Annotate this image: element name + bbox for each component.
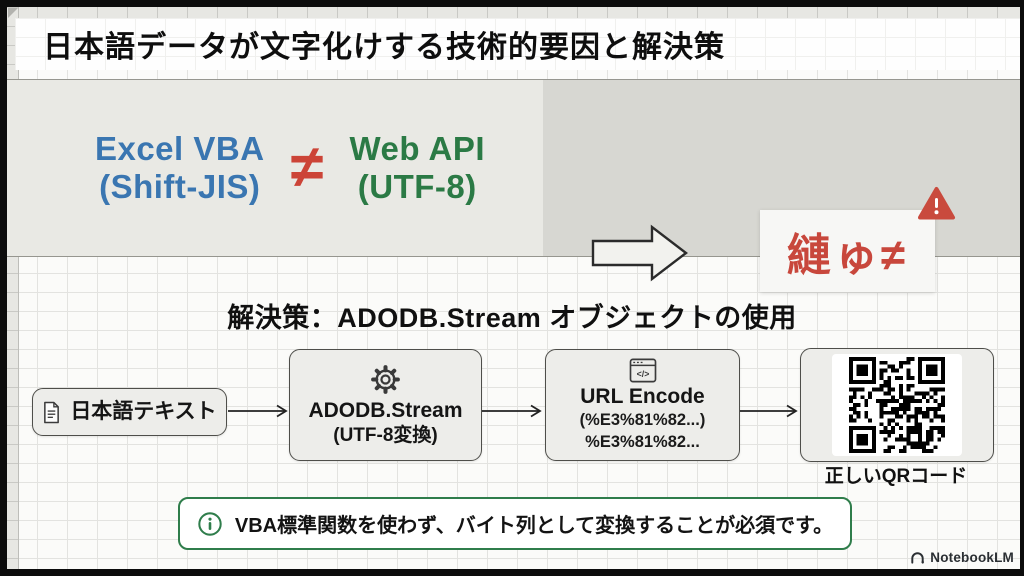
not-equal-sign: ≠ <box>290 132 324 200</box>
code-window-icon: </> <box>629 358 656 383</box>
flow-arrow-icon <box>228 404 288 418</box>
page-title: 日本語データが文字化けする技術的要因と解決策 <box>43 31 725 64</box>
web-api-label: Web API (UTF-8) <box>350 130 486 207</box>
flow-node2-line2: (UTF-8変換) <box>333 424 438 446</box>
gear-icon <box>371 364 400 394</box>
flow-node3-line2: (%E3%81%82...) <box>579 410 706 429</box>
info-icon <box>198 511 222 536</box>
qr-code-caption: 正しいQRコード <box>824 466 968 487</box>
title-strip: 日本語データが文字化けする技術的要因と解決策 <box>15 18 1020 70</box>
flow-node-url-encode: </> URL Encode (%E3%81%82...) %E3%81%82.… <box>545 349 740 461</box>
footer-brand-label: NotebookLM <box>930 550 1014 565</box>
flow-node-adodb-stream: ADODB.Stream (UTF-8変換) <box>289 349 482 461</box>
garbled-output-box: 縺ゅ≠ <box>760 210 935 292</box>
flow-arrow-icon <box>482 404 542 418</box>
document-icon <box>44 401 60 423</box>
web-api-line1: Web API <box>349 129 486 167</box>
qr-code-backing <box>832 354 962 456</box>
svg-text:</>: </> <box>636 369 649 379</box>
encoding-comparison: Excel VBA (Shift-JIS) ≠ Web API (UTF-8) <box>37 80 543 256</box>
excel-vba-line1: Excel VBA <box>94 129 265 167</box>
note-text: VBA標準関数を使わず、バイト列として変換することが必須です。 <box>234 515 834 537</box>
flow-arrow-icon <box>740 404 798 418</box>
spreadsheet-column-header <box>7 7 1020 21</box>
flow-node3-line1: URL Encode <box>580 384 705 408</box>
flow-node-qr-code <box>800 348 994 462</box>
web-api-line2: (UTF-8) <box>357 168 477 205</box>
excel-vba-label: Excel VBA (Shift-JIS) <box>95 130 265 207</box>
comparison-band-left <box>7 80 543 256</box>
solution-heading: 解決策：ADODB.Stream オブジェクトの使用 <box>227 303 797 333</box>
flow-node-japanese-text: 日本語テキスト <box>32 388 227 436</box>
flow-node3-line3: %E3%81%82... <box>585 432 700 451</box>
flow-node1-label: 日本語テキスト <box>70 400 217 424</box>
excel-vba-line2: (Shift-JIS) <box>99 168 261 205</box>
notebooklm-logo <box>911 552 925 564</box>
note-box: VBA標準関数を使わず、バイト列として変換することが必須です。 <box>178 497 852 550</box>
spreadsheet-corner-triangle <box>8 8 18 18</box>
comparison-band: Excel VBA (Shift-JIS) ≠ Web API (UTF-8) … <box>7 79 1020 292</box>
warning-triangle-icon <box>918 187 955 220</box>
flow-node2-line1: ADODB.Stream <box>308 398 463 422</box>
block-arrow-icon <box>591 224 688 282</box>
garbled-text: 縺ゅ≠ <box>786 231 909 280</box>
footer-watermark: NotebookLM <box>910 550 1014 565</box>
qr-code <box>849 357 945 453</box>
